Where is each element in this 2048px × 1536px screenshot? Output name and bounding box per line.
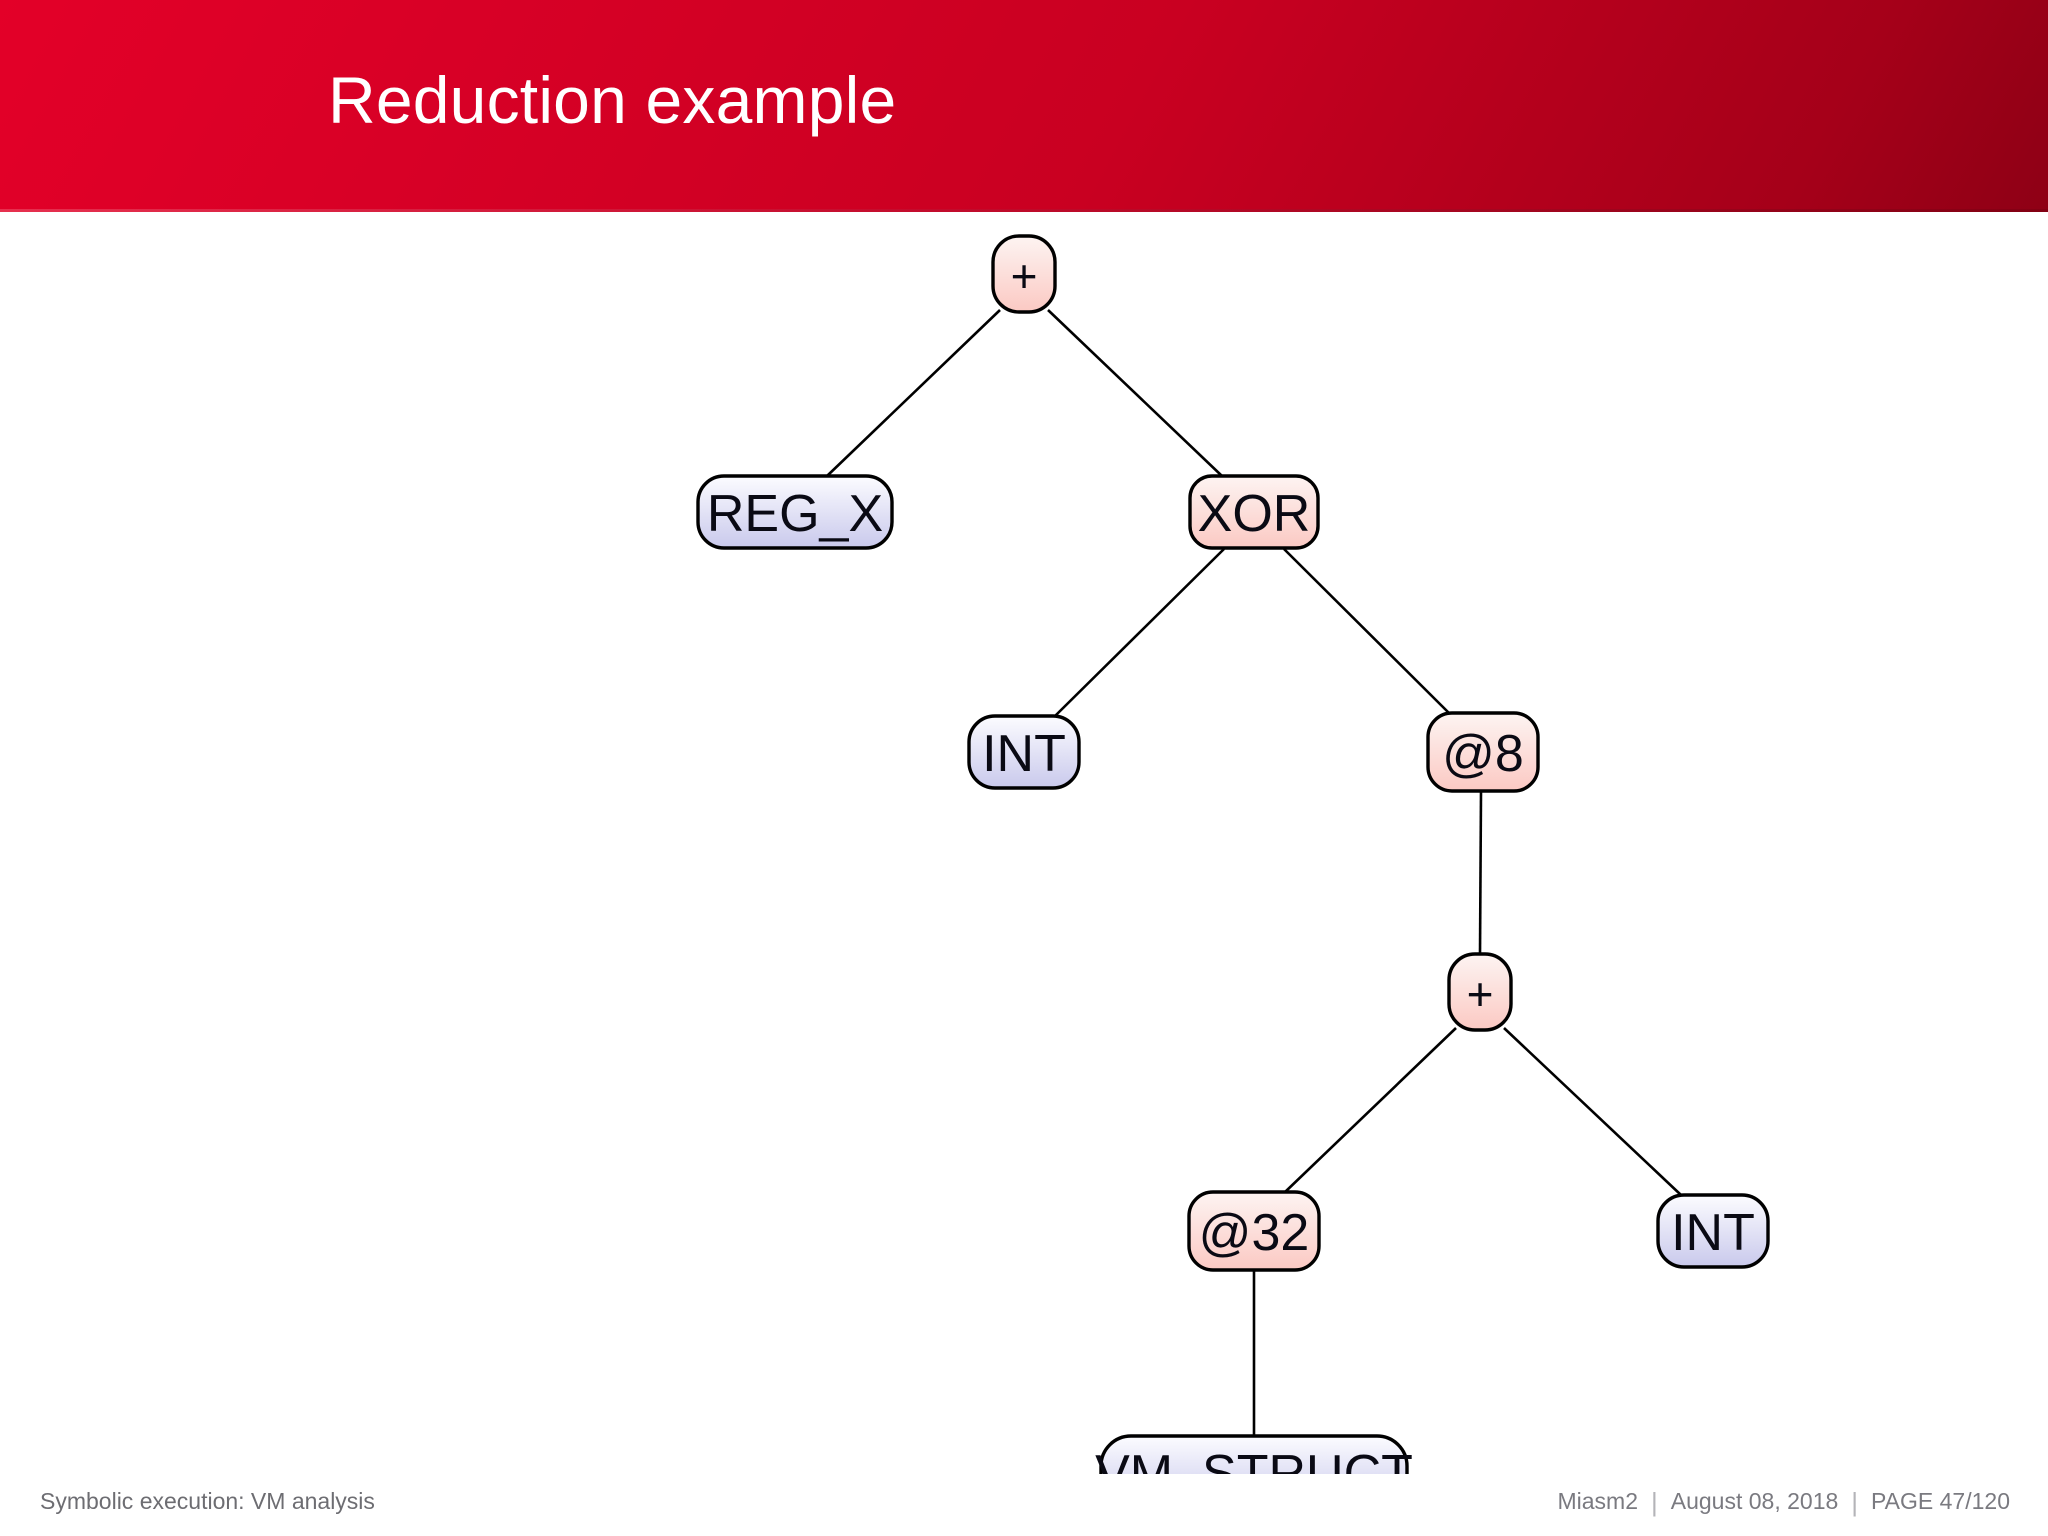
node-shape-n0	[991, 234, 1057, 314]
slide-header: Reduction example	[0, 0, 2048, 212]
tree-node-n3[interactable]: INT	[967, 714, 1081, 790]
node-shape-n7	[1656, 1193, 1770, 1269]
footer-page-number: PAGE 47/120	[1871, 1488, 2010, 1514]
tree-node-n2[interactable]: XOR	[1188, 474, 1320, 550]
node-shape-n8	[1099, 1434, 1409, 1474]
tree-edge-n5-n6	[1283, 1027, 1457, 1194]
node-shape-n2	[1188, 474, 1320, 550]
node-shape-n6	[1187, 1190, 1321, 1272]
footer-separator-1: |	[1650, 1486, 1658, 1517]
node-label-n2: XOR	[1198, 485, 1311, 543]
tree-edge-n0-n1	[826, 309, 1001, 477]
tree-node-n5[interactable]: +	[1447, 952, 1513, 1032]
node-label-n0: +	[1011, 250, 1038, 302]
footer-separator-2: |	[1851, 1486, 1859, 1517]
node-label-n1: REG_X	[707, 485, 883, 543]
page-title: Reduction example	[328, 63, 897, 137]
node-label-n6: @32	[1199, 1204, 1310, 1262]
node-label-n7: INT	[1671, 1204, 1755, 1262]
tree-edges	[826, 309, 1682, 1436]
node-shape-n3	[967, 714, 1081, 790]
tree-node-n1[interactable]: REG_X	[696, 474, 894, 550]
node-label-n5: +	[1467, 968, 1494, 1020]
footer-meta: Miasm2 | August 08, 2018 | PAGE 47/120	[1557, 1488, 2010, 1515]
tree-node-n6[interactable]: @32	[1187, 1190, 1321, 1272]
tree-nodes: + REG_X XOR INT @8 + @32 INT VM_STRUCT	[696, 234, 1770, 1474]
tree-edge-n2-n4	[1283, 548, 1453, 717]
node-shape-n4	[1426, 711, 1540, 793]
slide-footer: Symbolic execution: VM analysis Miasm2 |…	[0, 1474, 2048, 1536]
node-shape-n1	[696, 474, 894, 550]
tree-node-n7[interactable]: INT	[1656, 1193, 1770, 1269]
node-label-n3: INT	[982, 725, 1066, 783]
tree-node-n0[interactable]: +	[991, 234, 1057, 314]
expression-tree-diagram: + REG_X XOR INT @8 + @32 INT VM_STRUCT	[0, 212, 2048, 1474]
node-label-n4: @8	[1442, 725, 1524, 783]
footer-project: Miasm2	[1557, 1488, 1638, 1514]
footer-date: August 08, 2018	[1670, 1488, 1839, 1514]
footer-section-label: Symbolic execution: VM analysis	[40, 1488, 375, 1514]
tree-node-n8[interactable]: VM_STRUCT	[1095, 1434, 1413, 1474]
node-label-n8: VM_STRUCT	[1095, 1445, 1413, 1474]
tree-edge-n2-n3	[1054, 548, 1225, 717]
tree-edge-n0-n2	[1047, 309, 1223, 477]
node-shape-n5	[1447, 952, 1513, 1032]
tree-node-n4[interactable]: @8	[1426, 711, 1540, 793]
tree-edge-n4-n5	[1478, 790, 1483, 955]
tree-svg: + REG_X XOR INT @8 + @32 INT VM_STRUCT	[696, 234, 1770, 1474]
tree-edge-n5-n7	[1503, 1027, 1682, 1196]
